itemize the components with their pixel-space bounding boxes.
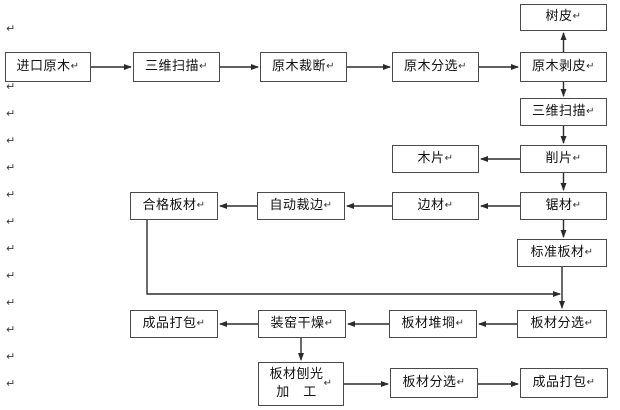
paragraph-mark: ↵ xyxy=(6,377,16,390)
cr-glyph: ↵ xyxy=(324,317,334,329)
node-label: 板材堆埛 xyxy=(401,315,456,331)
node-label: 三维扫描 xyxy=(532,103,587,119)
node-label: 原木分选 xyxy=(404,58,459,74)
node-label: 边材 xyxy=(417,197,445,213)
cr-glyph: ↵ xyxy=(572,199,582,211)
paragraph-mark: ↵ xyxy=(6,107,16,120)
paragraph-mark: ↵ xyxy=(6,188,16,201)
node-label: 标准板材 xyxy=(530,244,585,260)
node-packaging-1[interactable]: 成品打包↵ xyxy=(130,310,218,338)
node-qualified-board[interactable]: 合格板材↵ xyxy=(130,192,218,220)
node-standard-board[interactable]: 标准板材↵ xyxy=(517,239,607,267)
cr-glyph: ↵ xyxy=(455,317,465,329)
node-label: 合格板材 xyxy=(142,197,197,213)
cr-glyph: ↵ xyxy=(323,378,333,390)
paragraph-mark: ↵ xyxy=(6,296,16,309)
node-side-lumber[interactable]: 边材↵ xyxy=(392,192,479,220)
node-board-sorting-1[interactable]: 板材分选↵ xyxy=(517,310,607,338)
node-label: 削片 xyxy=(545,150,573,166)
paragraph-mark: ↵ xyxy=(6,323,16,336)
paragraph-mark: ↵ xyxy=(6,269,16,282)
cr-glyph: ↵ xyxy=(586,376,596,388)
node-label: 木片 xyxy=(417,150,445,166)
node-board-sorting-2[interactable]: 板材分选↵ xyxy=(390,368,478,398)
cr-glyph: ↵ xyxy=(196,317,206,329)
paragraph-mark: ↵ xyxy=(6,350,16,363)
cr-glyph: ↵ xyxy=(584,317,594,329)
node-packaging-2[interactable]: 成品打包↵ xyxy=(520,368,608,398)
node-label: 装窑干燥 xyxy=(270,315,325,331)
paragraph-mark: ↵ xyxy=(6,80,16,93)
node-label: 原木裁断 xyxy=(272,58,327,74)
node-label: 成品打包 xyxy=(532,374,587,390)
cr-glyph: ↵ xyxy=(444,199,454,211)
cr-glyph: ↵ xyxy=(572,11,582,23)
node-log-debarking[interactable]: 原木剥皮↵ xyxy=(520,52,607,82)
paragraph-mark: ↵ xyxy=(6,242,16,255)
paragraph-mark: ↵ xyxy=(6,134,16,147)
node-kiln-drying[interactable]: 装窑干燥↵ xyxy=(258,310,346,338)
node-label: 进口原木 xyxy=(16,58,71,74)
edge-n13-n15 xyxy=(146,220,561,297)
node-sawn-timber[interactable]: 锯材↵ xyxy=(520,192,607,220)
node-auto-edging[interactable]: 自动裁边↵ xyxy=(257,192,345,220)
node-label: 板材分选 xyxy=(530,315,585,331)
node-label: 树皮 xyxy=(545,9,573,25)
cr-glyph: ↵ xyxy=(199,60,208,72)
node-board-planing[interactable]: 板材刨光 加 工↵ xyxy=(258,362,344,406)
cr-glyph: ↵ xyxy=(196,199,206,211)
node-bark[interactable]: 树皮↵ xyxy=(520,4,607,31)
cr-glyph: ↵ xyxy=(326,60,335,72)
node-label: 锯材 xyxy=(545,197,573,213)
node-3d-scan-2[interactable]: 三维扫描↵ xyxy=(520,98,607,126)
node-imported-logs[interactable]: 进口原木↵ xyxy=(5,52,91,82)
cr-glyph: ↵ xyxy=(458,60,467,72)
paragraph-mark: ↵ xyxy=(6,215,16,228)
cr-glyph: ↵ xyxy=(584,246,594,258)
paragraph-mark: ↵ xyxy=(6,22,16,35)
node-wood-chips[interactable]: 木片↵ xyxy=(392,145,479,173)
node-3d-scan-1[interactable]: 三维扫描↵ xyxy=(133,52,220,82)
cr-glyph: ↵ xyxy=(586,60,595,72)
cr-glyph: ↵ xyxy=(586,105,595,117)
node-label: 三维扫描 xyxy=(145,58,200,74)
node-log-sorting[interactable]: 原木分选↵ xyxy=(392,52,479,82)
cr-glyph: ↵ xyxy=(456,376,466,388)
cr-glyph: ↵ xyxy=(70,60,80,72)
paragraph-mark: ↵ xyxy=(6,161,16,174)
node-label: 板材刨光 加 工 xyxy=(269,367,324,400)
cr-glyph: ↵ xyxy=(323,199,333,211)
node-label: 板材分选 xyxy=(402,374,457,390)
cr-glyph: ↵ xyxy=(444,152,454,164)
node-log-bucking[interactable]: 原木裁断↵ xyxy=(260,52,347,82)
node-chipping[interactable]: 削片↵ xyxy=(520,145,607,173)
node-label: 自动裁边 xyxy=(269,197,324,213)
node-label: 原木剥皮 xyxy=(532,58,587,74)
cr-glyph: ↵ xyxy=(572,152,582,164)
node-board-stacking[interactable]: 板材堆埛↵ xyxy=(389,310,477,338)
node-label: 成品打包 xyxy=(142,315,197,331)
